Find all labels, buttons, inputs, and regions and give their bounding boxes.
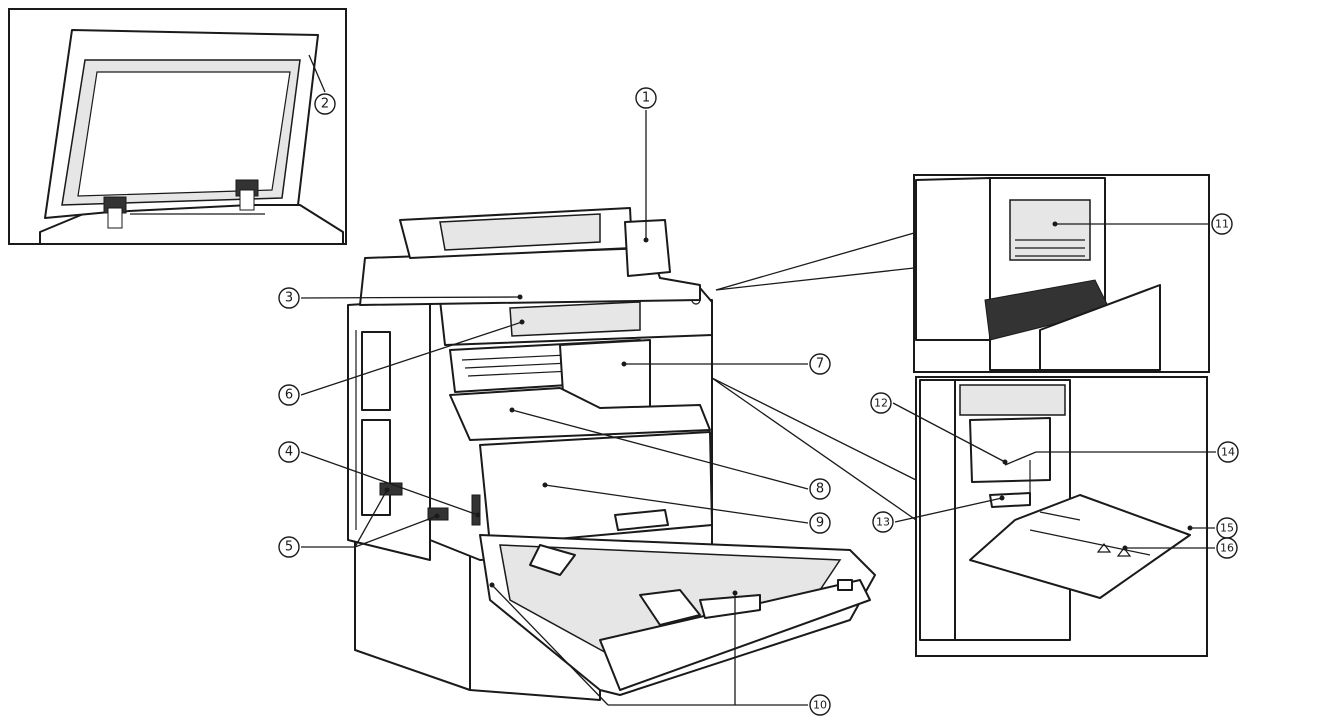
callout-8: 8 [809,478,831,500]
callout-6: 6 [278,384,300,406]
callout-2-label: 2 [321,97,329,112]
callout-3: 3 [278,287,300,309]
inset-connectors [711,232,917,521]
callout-4-label: 4 [285,445,293,460]
inset-document-cover [8,8,347,245]
copier-main-unit [347,207,876,701]
callout-1: 1 [635,87,657,109]
callout-9-label: 9 [816,516,824,531]
callout-14-label: 14 [1221,446,1235,459]
callout-15-label: 15 [1220,522,1234,535]
callout-7: 7 [809,353,831,375]
callout-15: 15 [1216,517,1238,539]
callout-11: 11 [1211,213,1233,235]
leader-dots [384,221,1193,596]
callout-10-label: 10 [813,699,827,712]
callout-3-label: 3 [285,291,293,306]
callout-1-label: 1 [642,91,650,106]
callout-5: 5 [278,536,300,558]
inset-right-side-lower [915,376,1208,657]
callout-7-label: 7 [816,357,824,372]
callout-6-label: 6 [285,388,293,403]
callout-14: 14 [1217,441,1239,463]
callout-12: 12 [870,392,892,414]
callout-13-label: 13 [876,516,890,529]
callout-12-label: 12 [874,397,888,410]
callout-16: 16 [1216,537,1238,559]
callout-2: 2 [314,93,336,115]
callout-10: 10 [809,694,831,716]
callout-9: 9 [809,512,831,534]
callout-5-label: 5 [285,540,293,555]
callout-4: 4 [278,441,300,463]
inset-right-side-upper [913,174,1210,373]
callout-8-label: 8 [816,482,824,497]
callout-11-label: 11 [1215,218,1229,231]
leader-lines [300,54,1216,706]
callout-16-label: 16 [1220,542,1234,555]
callout-13: 13 [872,511,894,533]
